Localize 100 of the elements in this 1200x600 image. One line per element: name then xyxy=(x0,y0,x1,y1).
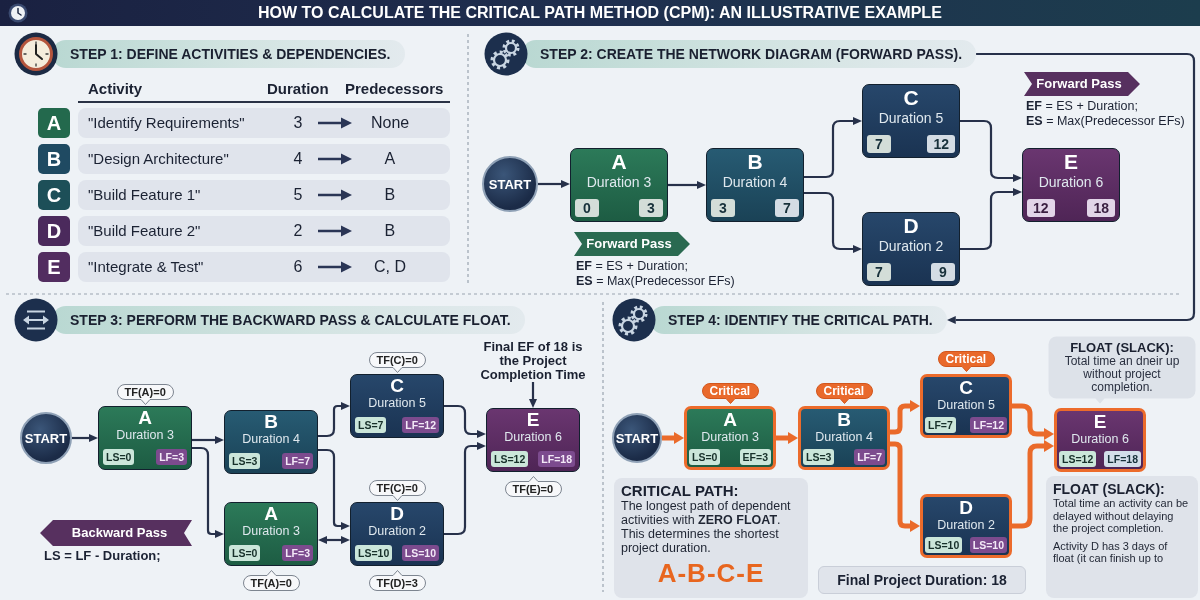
time-chip: LF=12 xyxy=(970,417,1007,433)
time-chip: EF=3 xyxy=(739,449,771,465)
time-chip: LF=18 xyxy=(538,451,575,467)
activity-badge: A xyxy=(38,108,70,138)
time-chip: 7 xyxy=(867,135,891,153)
panel-text: The longest path of dependent activities with ZERO FLOAT. This determines the shortest project duration. xyxy=(621,499,792,555)
panel-heading: CRITICAL PATH: xyxy=(621,483,739,499)
formula-text: LS = LF - Duration; xyxy=(44,549,161,563)
formula-text: ES = Max(Predecessor EFs) xyxy=(1026,114,1185,128)
activity-box xyxy=(920,374,1012,438)
arrow xyxy=(444,442,486,536)
duration-text: Duration 3 xyxy=(242,524,300,538)
arrow xyxy=(192,446,224,538)
activity-box xyxy=(706,148,804,222)
column-header: Duration xyxy=(267,79,329,99)
time-chip: LS=12 xyxy=(1059,451,1097,467)
result-box: Final Project Duration: 18 xyxy=(818,566,1026,594)
activity-letter: A xyxy=(611,151,627,173)
arrow xyxy=(804,117,862,179)
time-chip: 9 xyxy=(931,263,955,281)
activity-box xyxy=(350,374,444,438)
activity-letter: D xyxy=(390,503,404,524)
time-chip: 3 xyxy=(711,199,735,217)
predecessor-value: A xyxy=(384,149,396,169)
time-chip: LS=3 xyxy=(229,453,261,469)
duration-text: Duration 4 xyxy=(815,430,873,444)
arrow xyxy=(538,180,570,188)
formula-text: EF = ES + Duration; xyxy=(1026,99,1138,113)
time-chip: LF=7 xyxy=(282,453,313,469)
time-chip: LF=3 xyxy=(282,545,313,561)
arrow xyxy=(890,441,920,532)
activity-badge: E xyxy=(38,252,70,282)
arrow xyxy=(776,432,798,444)
panel-text: Activity D has 3 days of float (it can finish up to xyxy=(1053,539,1169,565)
pass-banner: Forward Pass xyxy=(1024,72,1140,96)
duration-text: Duration 2 xyxy=(937,518,995,532)
critical-sequence: A-B-C-E xyxy=(657,559,765,587)
duration-text: Duration 3 xyxy=(701,430,759,444)
float-callout: TF(E)=0 xyxy=(504,476,562,497)
activity-letter: D xyxy=(959,497,973,518)
callout-text: Total time an dneir up without project completion. xyxy=(1063,355,1181,394)
note-text: Final EF of 18 is the Project Completion Time xyxy=(474,340,592,382)
arrow xyxy=(318,448,350,530)
arrow xyxy=(444,404,486,438)
time-chip: LF=7 xyxy=(854,449,885,465)
activity-name: "Build Feature 2" xyxy=(88,221,201,241)
time-chip: LS=7 xyxy=(355,417,387,433)
arrow xyxy=(946,52,1196,324)
activity-box xyxy=(1022,148,1120,222)
start-circle: START xyxy=(482,156,538,212)
critical-tag: Critical xyxy=(701,383,759,404)
float-callout: TF(A)=0 xyxy=(116,384,174,405)
duration-text: Duration 3 xyxy=(116,428,174,442)
activity-name: "Design Architecture" xyxy=(88,149,229,169)
activity-name: "Integrate & Test" xyxy=(88,257,204,277)
activity-box xyxy=(684,406,776,470)
activity-box xyxy=(1054,408,1146,472)
activity-box xyxy=(862,212,960,286)
duration-value: 6 xyxy=(293,257,303,277)
time-chip: LS=0 xyxy=(229,545,261,561)
arrow xyxy=(960,188,1022,251)
time-chip: LS=0 xyxy=(689,449,721,465)
duration-text: Duration 4 xyxy=(722,174,788,190)
activity-letter: C xyxy=(959,377,973,398)
activity-box xyxy=(862,84,960,158)
time-chip: LS=12 xyxy=(491,451,529,467)
activity-box xyxy=(350,502,444,566)
activity-box xyxy=(486,408,580,472)
arrow xyxy=(318,536,350,544)
predecessor-value: B xyxy=(384,221,396,241)
time-chip: 18 xyxy=(1087,199,1115,217)
activity-box xyxy=(224,502,318,566)
time-chip: 7 xyxy=(775,199,799,217)
pass-banner: Forward Pass xyxy=(574,232,690,256)
formula-text: ES = Max(Predecessor EFs) xyxy=(576,274,735,288)
pass-banner: Backward Pass xyxy=(40,520,192,546)
predecessor-value: C, D xyxy=(374,257,406,277)
duration-value: 2 xyxy=(293,221,303,241)
panel-heading: FLOAT (SLACK): xyxy=(1053,481,1165,497)
activity-letter: A xyxy=(723,409,737,430)
time-chip: LF=3 xyxy=(156,449,187,465)
time-chip: LS=10 xyxy=(925,537,963,553)
duration-value: 4 xyxy=(293,149,303,169)
time-chip: 3 xyxy=(639,199,663,217)
arrow xyxy=(318,402,350,438)
activity-box xyxy=(224,410,318,474)
activity-letter: C xyxy=(903,87,919,109)
time-chip: LF=12 xyxy=(402,417,439,433)
time-chip: LS=10 xyxy=(969,537,1007,553)
duration-text: Duration 6 xyxy=(1071,432,1129,446)
activity-letter: A xyxy=(138,407,152,428)
time-chip: LF=18 xyxy=(1104,451,1141,467)
activity-letter: A xyxy=(264,503,278,524)
arrow xyxy=(804,191,862,253)
activity-letter: E xyxy=(1064,151,1078,173)
duration-value: 3 xyxy=(293,113,303,133)
activity-letter: B xyxy=(837,409,851,430)
duration-text: Duration 5 xyxy=(878,110,944,126)
float-callout: TF(C)=0 xyxy=(368,480,426,501)
activity-letter: E xyxy=(1093,411,1107,432)
